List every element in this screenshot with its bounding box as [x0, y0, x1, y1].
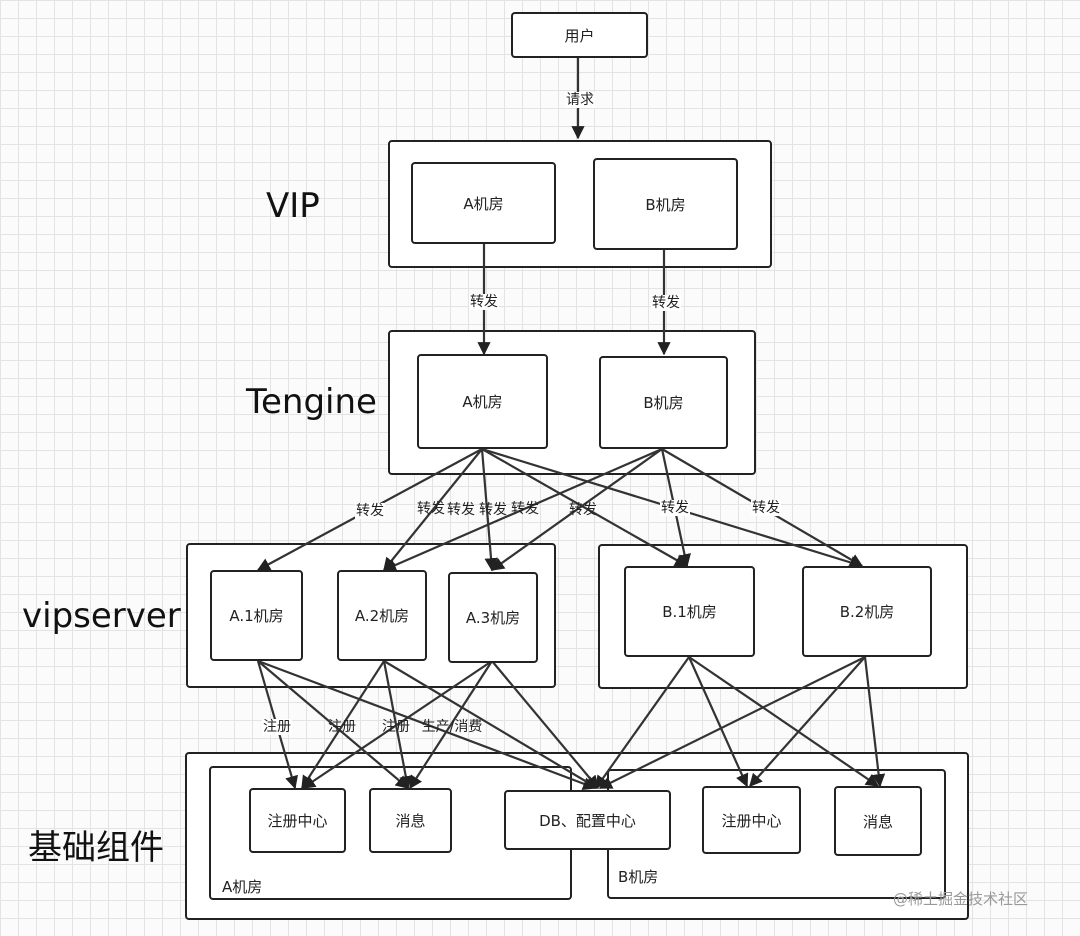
- edge-label-tengine-forward-8: 转发: [751, 500, 781, 516]
- edge-label-tengine-forward-7: 转发: [660, 500, 690, 516]
- edge-label-vip-a-forward: 转发: [469, 294, 499, 310]
- watermark: @稀土掘金技术社区: [893, 890, 1029, 908]
- edge-label-request: 请求: [565, 92, 595, 108]
- base-room-b-label: B机房: [618, 868, 659, 886]
- layer-label-base-components: 基础组件: [28, 828, 164, 868]
- edge-label-tengine-forward-5: 转发: [511, 501, 539, 517]
- message-a-node[interactable]: 消息: [369, 788, 452, 853]
- edge-label-tengine-forward-1: 转发: [355, 503, 385, 519]
- edge-label-register-2: 注册: [328, 719, 356, 735]
- edge-label-produce-consume: 生产/消费: [421, 719, 483, 735]
- edge-label-vip-b-forward: 转发: [651, 295, 681, 311]
- vip-room-b-node[interactable]: B机房: [593, 158, 738, 250]
- edge-label-register-3: 注册: [382, 719, 410, 735]
- vipserver-b2-node[interactable]: B.2机房: [802, 566, 932, 657]
- base-room-a-label: A机房: [222, 878, 263, 896]
- edge-label-tengine-forward-3: 转发: [447, 502, 475, 518]
- layer-label-tengine: Tengine: [246, 382, 377, 422]
- registry-center-b-node[interactable]: 注册中心: [702, 786, 801, 854]
- message-b-node[interactable]: 消息: [834, 786, 922, 856]
- user-node[interactable]: 用户: [511, 12, 648, 58]
- tengine-room-a-node[interactable]: A机房: [417, 354, 548, 449]
- vipserver-a1-node[interactable]: A.1机房: [210, 570, 303, 661]
- edge-label-register-1: 注册: [262, 719, 292, 735]
- vip-room-a-node[interactable]: A机房: [411, 162, 556, 244]
- edge-label-tengine-forward-4: 转发: [479, 502, 507, 518]
- layer-label-vip: VIP: [266, 186, 320, 226]
- vipserver-a2-node[interactable]: A.2机房: [337, 570, 427, 661]
- tengine-room-b-node[interactable]: B机房: [599, 356, 728, 449]
- edge-label-tengine-forward-6: 转发: [569, 502, 597, 518]
- layer-label-vipserver: vipserver: [22, 596, 181, 636]
- vipserver-a3-node[interactable]: A.3机房: [448, 572, 538, 663]
- registry-center-a-node[interactable]: 注册中心: [249, 788, 346, 853]
- edge-label-tengine-forward-2: 转发: [417, 501, 445, 517]
- vipserver-b1-node[interactable]: B.1机房: [624, 566, 755, 657]
- db-config-center-node[interactable]: DB、配置中心: [504, 790, 671, 850]
